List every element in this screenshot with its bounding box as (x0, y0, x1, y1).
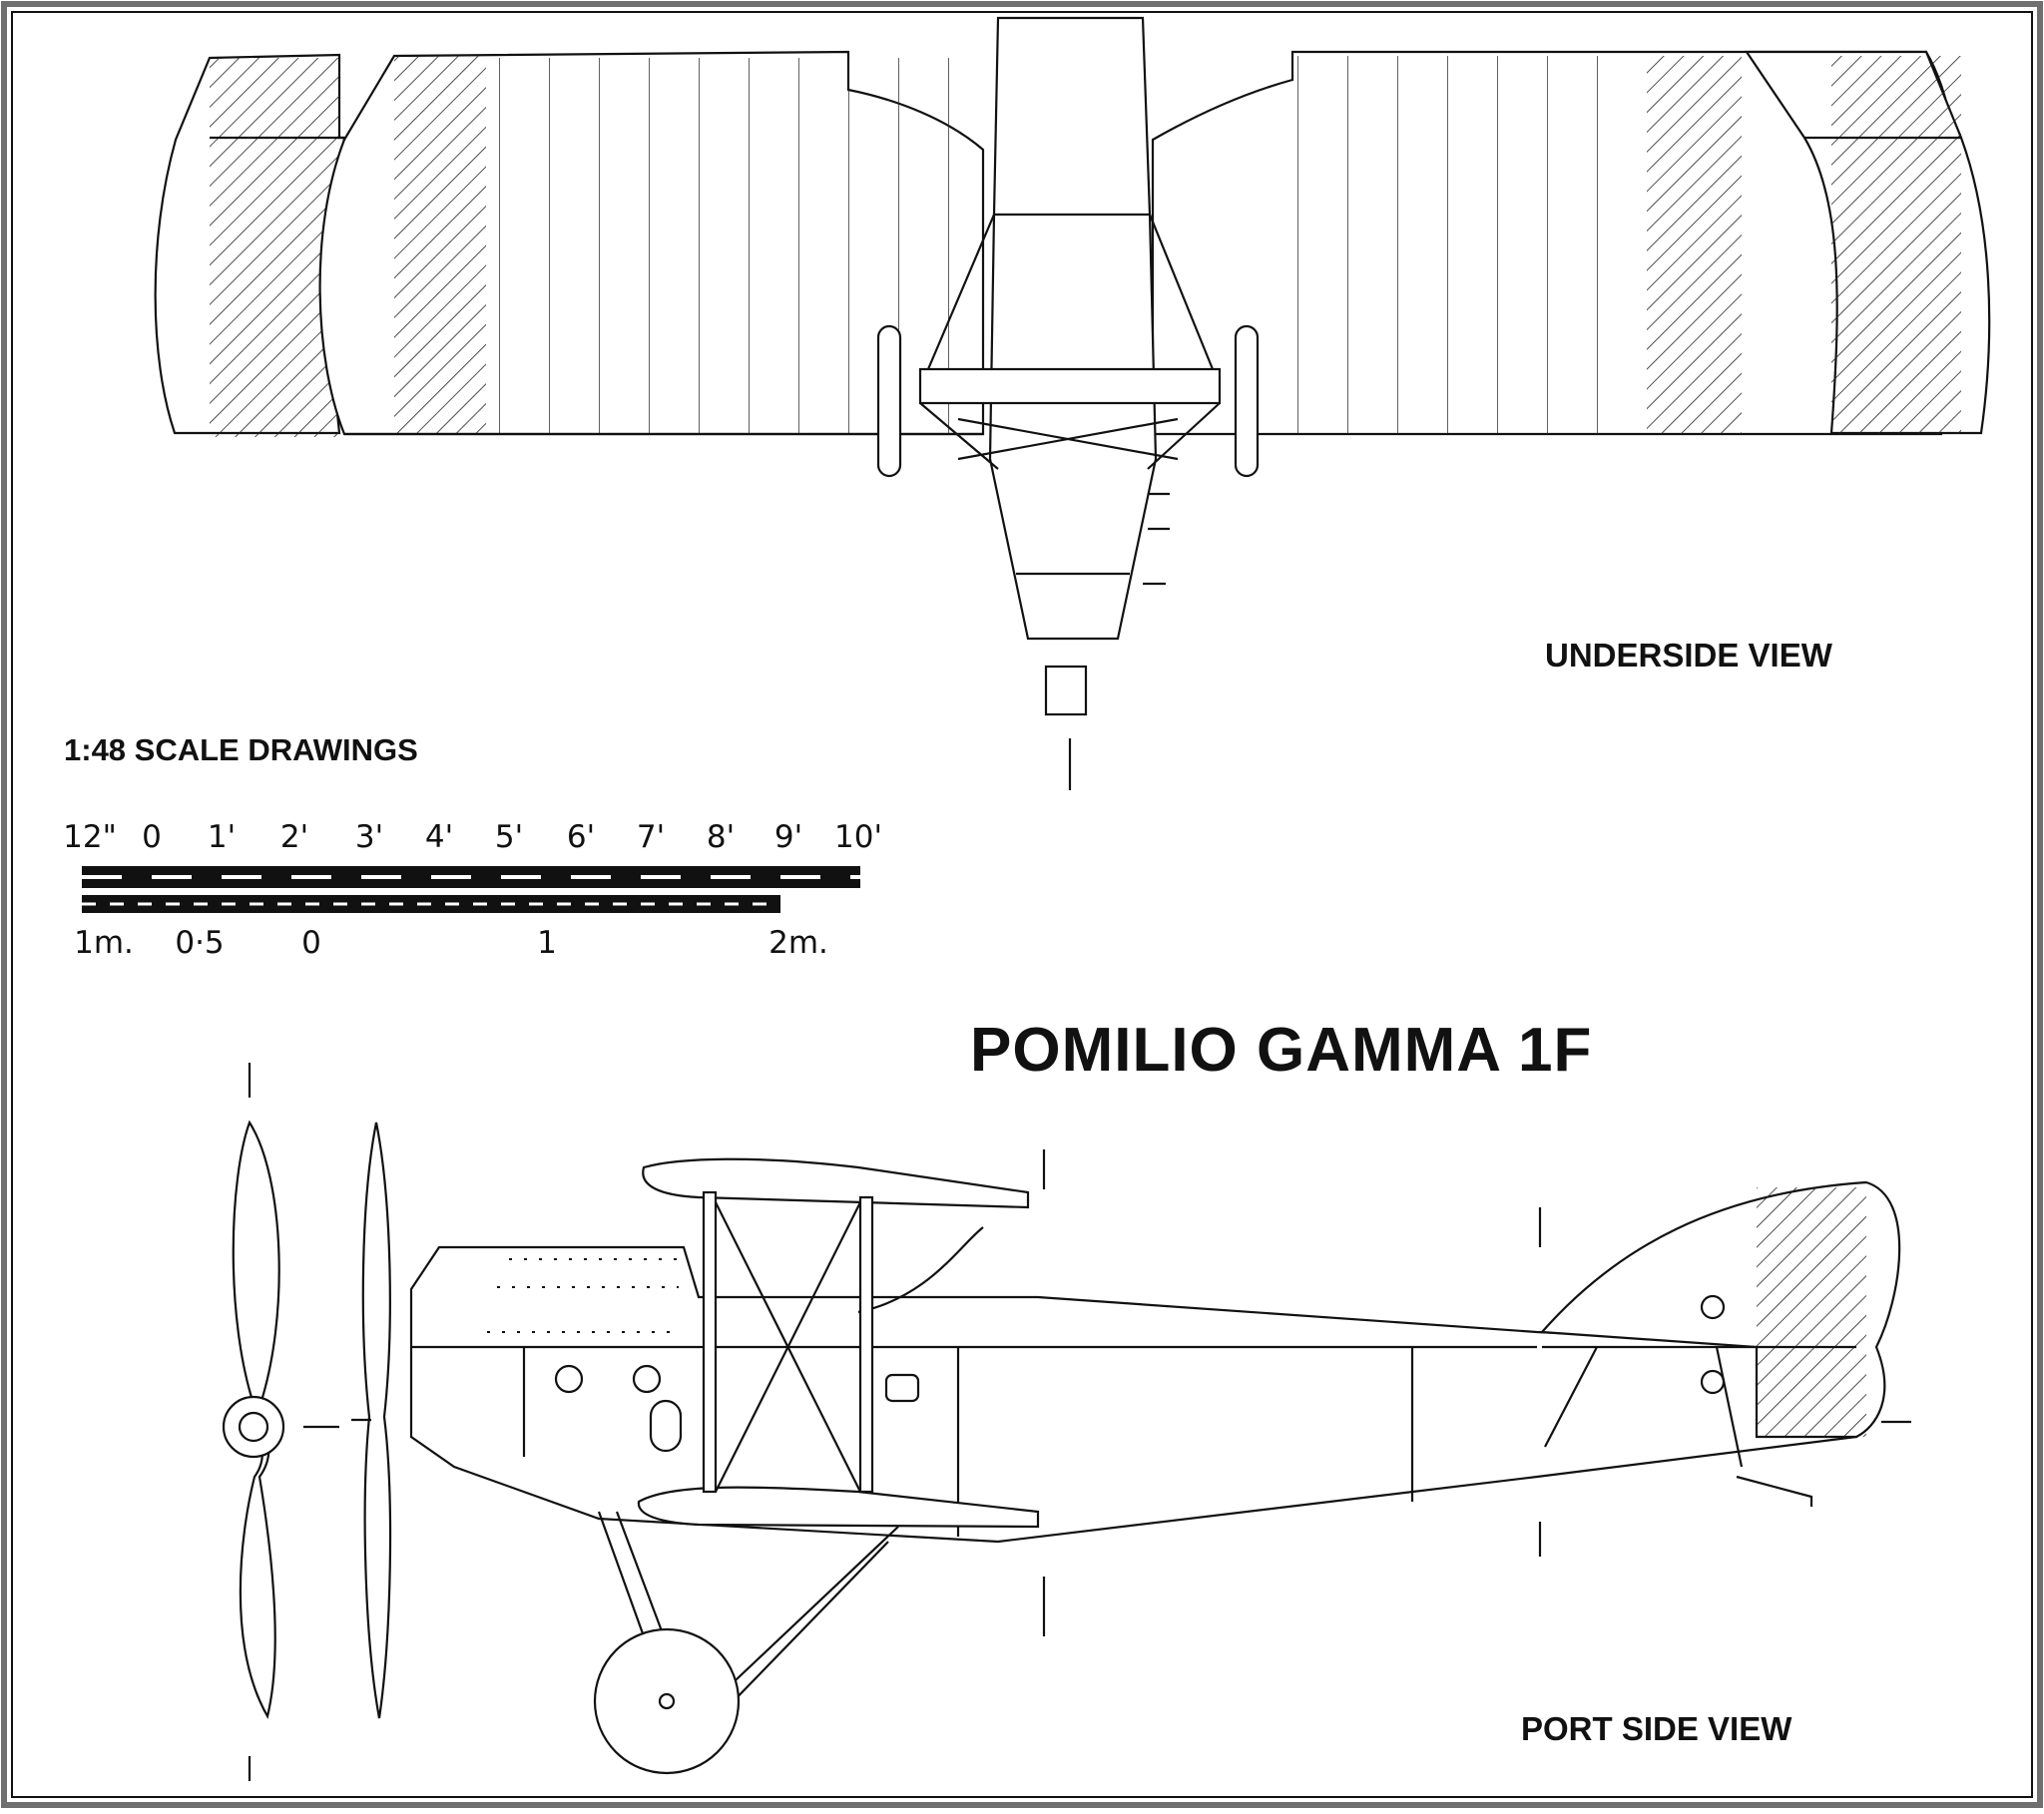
metre-tick: 2m. (768, 925, 828, 961)
underside-fuselage (988, 16, 1158, 641)
propeller-front-view (222, 1063, 339, 1781)
right-wheel-underside (1234, 324, 1260, 478)
underside-axle (918, 367, 1222, 405)
metre-tick: 0·5 (175, 925, 225, 961)
feet-tick: 1' (207, 819, 237, 855)
feet-tick: 6' (566, 819, 596, 855)
feet-tick: 3' (354, 819, 384, 855)
feet-tick: 4' (424, 819, 454, 855)
drawing-title: POMILIO GAMMA 1F (970, 1016, 1593, 1085)
feet-tick: 8' (706, 819, 736, 855)
lower-wing (637, 1486, 1040, 1529)
underside-propeller-hub (1044, 665, 1088, 716)
feet-tick: 9' (773, 819, 803, 855)
upper-wing (642, 1157, 1030, 1209)
feet-tick: 12" (63, 819, 117, 855)
scale-note: 1:48 SCALE DRAWINGS (64, 732, 418, 767)
underside-view (154, 16, 1991, 790)
port-side-view-label: PORT SIDE VIEW (1521, 1710, 1792, 1747)
main-wheel (593, 1627, 741, 1775)
port-side-view (222, 1063, 1911, 1781)
feet-tick: 0 (142, 819, 162, 855)
propeller-side-view (361, 1122, 392, 1719)
metre-tick: 1 (537, 925, 557, 961)
scale-bar (82, 866, 860, 913)
feet-tick: 5' (494, 819, 524, 855)
underside-view-label: UNDERSIDE VIEW (1545, 637, 1832, 674)
feet-tick: 10' (834, 819, 882, 855)
metre-tick: 1m. (74, 925, 134, 961)
feet-tick: 7' (636, 819, 666, 855)
metre-tick: 0 (301, 925, 321, 961)
left-wheel-underside (876, 324, 902, 478)
feet-tick: 2' (279, 819, 309, 855)
